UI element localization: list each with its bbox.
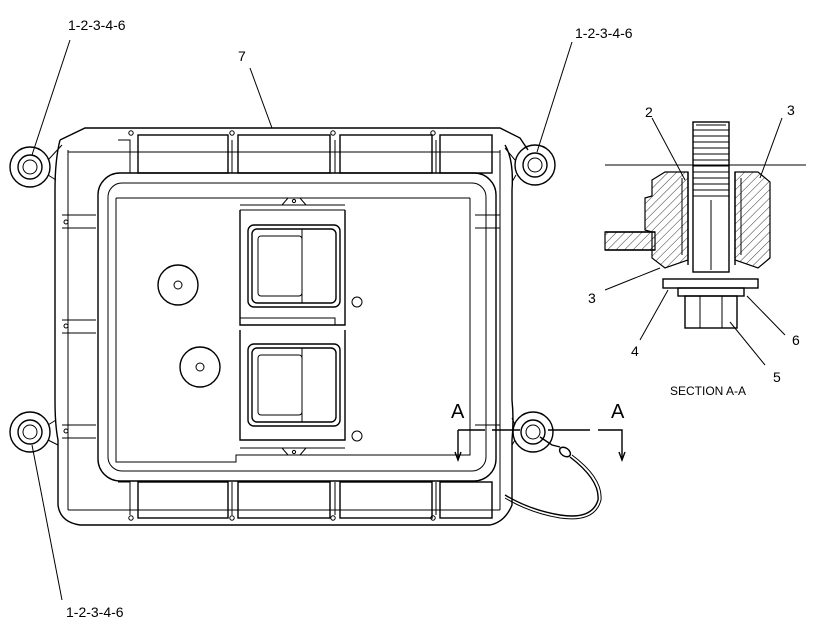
round-port-lower <box>179 346 221 388</box>
callout-top-left: 1-2-3-4-6 <box>68 17 126 33</box>
callout-module: 7 <box>238 48 246 64</box>
section-cut-label-left: A <box>451 401 465 423</box>
mount-boss-top-left <box>9 146 51 188</box>
side-tabs <box>62 214 500 439</box>
section-view: 2 3 3 4 5 6 SECTION A-A <box>588 102 806 398</box>
part-label-6: 6 <box>792 332 800 348</box>
screw-hole <box>351 430 363 442</box>
part-label-4: 4 <box>631 343 639 359</box>
washer <box>662 278 759 289</box>
screw-hole <box>351 296 363 308</box>
section-cut-line: A A <box>451 401 626 462</box>
part-label-3-side: 3 <box>588 290 596 306</box>
section-title: SECTION A-A <box>670 384 746 398</box>
module-housing <box>9 127 602 526</box>
ground-strap <box>504 436 602 520</box>
nut <box>684 295 738 329</box>
part-label-3-top: 3 <box>787 102 795 118</box>
part-label-5: 5 <box>773 369 781 385</box>
callout-top-right: 1-2-3-4-6 <box>575 25 633 41</box>
part-label-2: 2 <box>645 104 653 120</box>
callout-leaders <box>31 39 573 601</box>
housing-outline <box>54 127 529 526</box>
connector-lower <box>239 330 346 441</box>
callout-bottom-left: 1-2-3-4-6 <box>66 604 124 620</box>
mount-boss-top-right <box>514 144 556 186</box>
round-port-upper <box>157 264 199 306</box>
section-cut-label-right: A <box>611 401 625 423</box>
cooling-fins-bottom <box>118 481 493 521</box>
bolt <box>692 121 730 273</box>
connector-upper <box>239 210 346 326</box>
grommet-right <box>734 171 771 269</box>
mount-boss-bottom-right <box>512 411 554 453</box>
lock-washer <box>677 287 745 297</box>
module-cover <box>97 172 497 482</box>
mount-boss-bottom-left <box>9 411 51 453</box>
